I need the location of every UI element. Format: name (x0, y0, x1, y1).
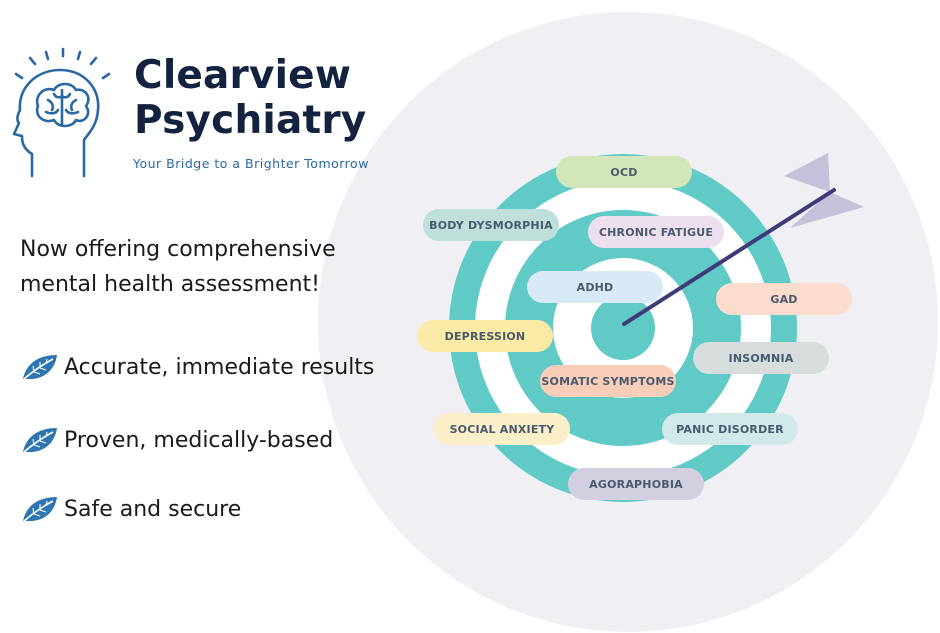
condition-pill: BODY DYSMORPHIA (423, 209, 559, 241)
arrow-fletching-top (784, 153, 830, 192)
target-bullseye (591, 296, 655, 360)
feature-item: Accurate, immediate results (20, 350, 374, 384)
arrow-fletching-bottom (790, 192, 864, 228)
brand-logo: Clearview Psychiatry Your Bridge to a Br… (8, 44, 408, 184)
condition-pill: SOMATIC SYMPTOMS (540, 365, 676, 397)
feature-text: Proven, medically-based (64, 427, 334, 453)
feature-item: Proven, medically-based (20, 423, 333, 457)
condition-pill: GAD (716, 283, 852, 315)
headline: Now offering comprehensive mental health… (20, 237, 336, 297)
feature-list: Accurate, immediate results Proven, medi… (20, 0, 420, 633)
condition-pill: CHRONIC FATIGUE (588, 216, 724, 248)
condition-pill: PANIC DISORDER (662, 413, 798, 445)
feature-text: Accurate, immediate results (64, 354, 375, 380)
leaf-icon (23, 428, 57, 453)
condition-pill: AGORAPHOBIA (568, 468, 704, 500)
brand-name-line2: Psychiatry (134, 98, 367, 143)
head-brain-icon (12, 47, 111, 178)
brand-tagline: Your Bridge to a Brighter Tomorrow (133, 156, 369, 171)
condition-pill: ADHD (527, 271, 663, 303)
condition-pill: OCD (556, 156, 692, 188)
leaf-icon (23, 355, 57, 380)
feature-text: Safe and secure (64, 496, 242, 522)
leaf-icon (23, 497, 57, 522)
condition-pill: SOCIAL ANXIETY (434, 413, 570, 445)
condition-pill: DEPRESSION (417, 320, 553, 352)
brand-name-line1: Clearview (134, 53, 352, 98)
feature-item: Safe and secure (20, 492, 241, 526)
condition-pill: INSOMNIA (693, 342, 829, 374)
arrow-shaft (622, 188, 836, 326)
